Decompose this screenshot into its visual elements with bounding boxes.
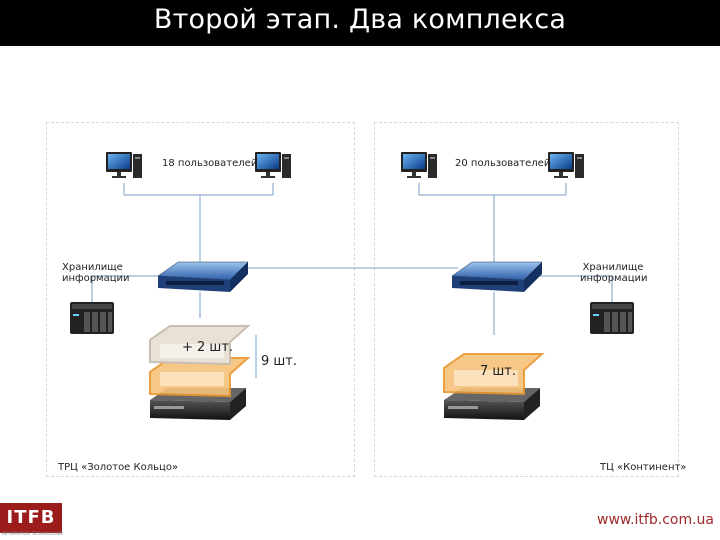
- storage-label-line2: информации: [580, 273, 648, 284]
- computer-icon: [548, 152, 584, 178]
- switch-icon: [451, 261, 543, 293]
- website-link[interactable]: www.itfb.com.ua: [597, 512, 714, 528]
- storage-label-right: Хранилище информации: [580, 262, 648, 284]
- nas-storage-icon: [70, 302, 114, 334]
- logo-subtext: INFORMATION TECHNOLOGIES: [2, 531, 63, 536]
- server-rack-icon: [160, 344, 224, 358]
- page-title: Второй этап. Два комплекса: [153, 4, 567, 35]
- site-label-right: ТЦ «Континент»: [600, 462, 687, 473]
- site-label-left: ТРЦ «Золотое Кольцо»: [58, 462, 179, 473]
- server-stack-right: [443, 353, 545, 420]
- server-rack-icon: [160, 372, 224, 386]
- servers-total-label-right: 7 шт.: [480, 364, 517, 379]
- storage-label-line2: информации: [62, 273, 130, 284]
- servers-added-label: + 2 шт.: [182, 340, 234, 355]
- title-bar: [0, 0, 720, 46]
- server-stack-left: [149, 325, 251, 420]
- computer-icon: [401, 152, 437, 178]
- company-logo: ITFB: [0, 503, 62, 533]
- servers-total-label-left: 9 шт.: [261, 354, 298, 369]
- nas-storage-icon: [590, 302, 634, 334]
- computer-icon: [106, 152, 142, 178]
- switch-icon: [157, 261, 249, 293]
- users-count-label-right: 20 пользователей: [455, 158, 551, 169]
- computer-icon: [255, 152, 291, 178]
- server-rack-icon: [454, 370, 518, 386]
- storage-label-left: Хранилище информации: [62, 262, 130, 284]
- site-panel-right: [374, 122, 679, 477]
- users-count-label-left: 18 пользователей: [162, 158, 258, 169]
- storage-label-line1: Хранилище: [582, 262, 644, 273]
- storage-label-line1: Хранилище: [62, 262, 123, 273]
- network-links: [91, 183, 613, 378]
